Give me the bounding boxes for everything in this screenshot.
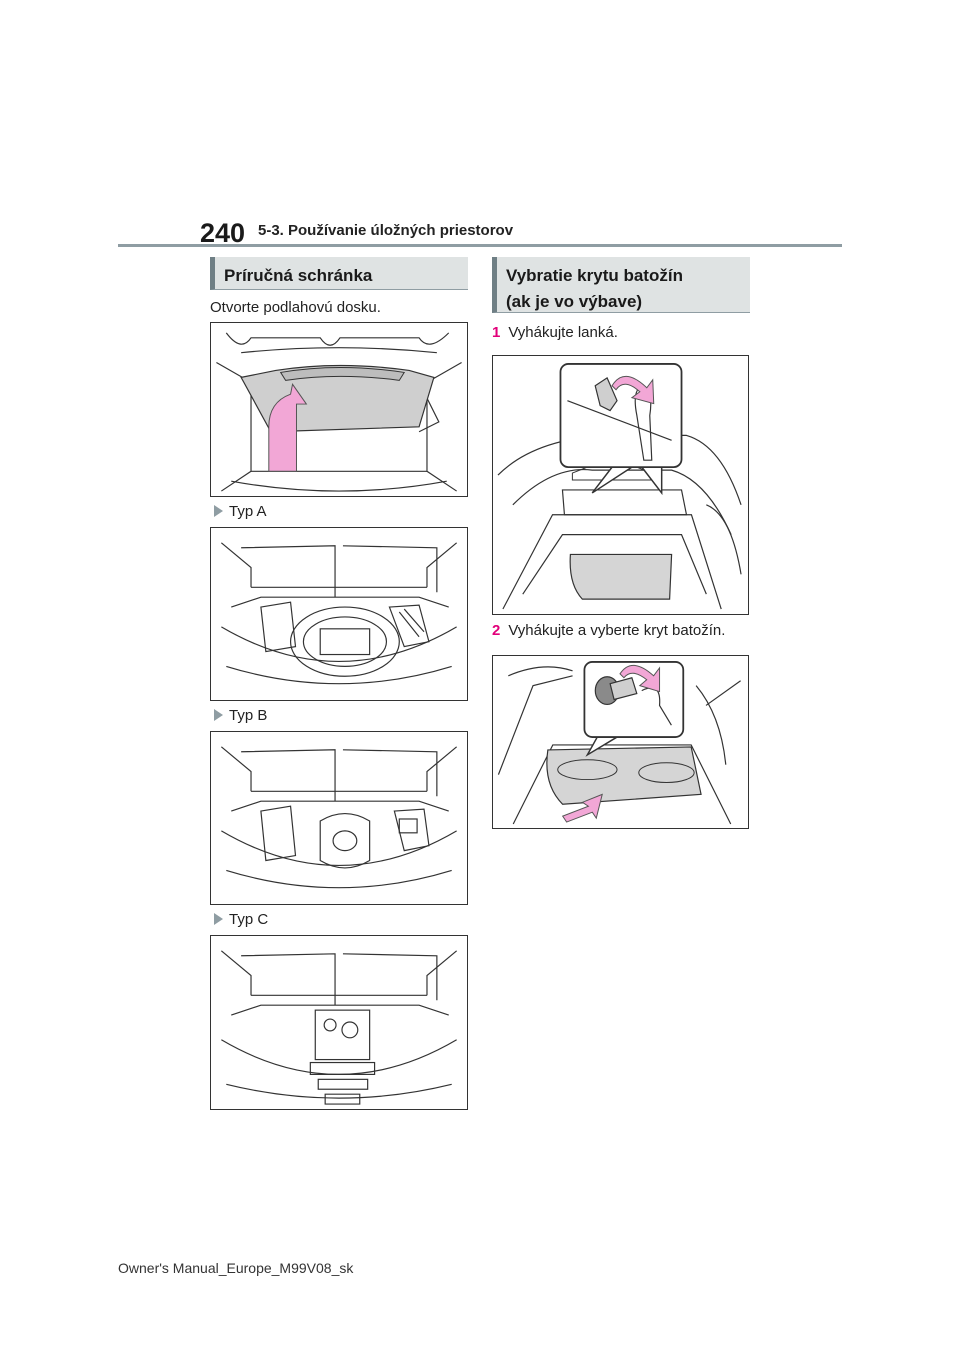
cargo-cover-unhook-illustration xyxy=(497,363,742,610)
section-title: 5-3. Používanie úložných priestorov xyxy=(258,222,514,239)
triangle-bullet-icon xyxy=(214,709,223,721)
trunk-type-c-illustration xyxy=(220,950,458,1105)
type-c-label: Typ C xyxy=(214,911,268,928)
figure-open-floor-board xyxy=(210,322,468,497)
step-text: Vyhákujte a vyberte kryt batožín. xyxy=(508,622,726,639)
section-heading-line1: Vybratie krytu batožín xyxy=(506,266,683,285)
figure-type-c xyxy=(210,935,468,1110)
page-number: 240 xyxy=(200,218,246,248)
triangle-bullet-icon xyxy=(214,505,223,517)
figure-type-b xyxy=(210,731,468,905)
intro-text: Otvorte podlahovú dosku. xyxy=(210,299,381,316)
step-text: Vyhákujte lanká. xyxy=(508,324,618,341)
figure-type-a xyxy=(210,527,468,701)
type-a-label: Typ A xyxy=(214,503,267,520)
cargo-cover-removal-illustration xyxy=(497,661,741,825)
step-number: 2 xyxy=(492,622,501,639)
footer-manual-id: Owner's Manual_Europe_M99V08_sk xyxy=(118,1260,354,1276)
trunk-floor-illustration xyxy=(216,332,462,492)
step-2: 2 Vyhákujte a vyberte kryt batožín. xyxy=(492,622,725,639)
figure-remove-cover xyxy=(492,655,749,829)
header-rule xyxy=(118,244,842,247)
triangle-bullet-icon xyxy=(214,913,223,925)
step-1: 1 Vyhákujte lanká. xyxy=(492,324,618,341)
trunk-type-b-illustration xyxy=(220,746,458,889)
section-heading-line2: (ak je vo výbave) xyxy=(506,292,643,311)
type-b-label: Typ B xyxy=(214,707,267,724)
section-heading-glovebox: Príručná schránka xyxy=(210,257,468,290)
step-number: 1 xyxy=(492,324,501,341)
figure-unhook-cords xyxy=(492,355,749,615)
section-heading-remove-cover: Vybratie krytu batožín (ak je vo výbave) xyxy=(492,257,750,313)
section-heading-text: Príručná schránka xyxy=(224,266,373,285)
trunk-type-a-illustration xyxy=(220,542,458,685)
